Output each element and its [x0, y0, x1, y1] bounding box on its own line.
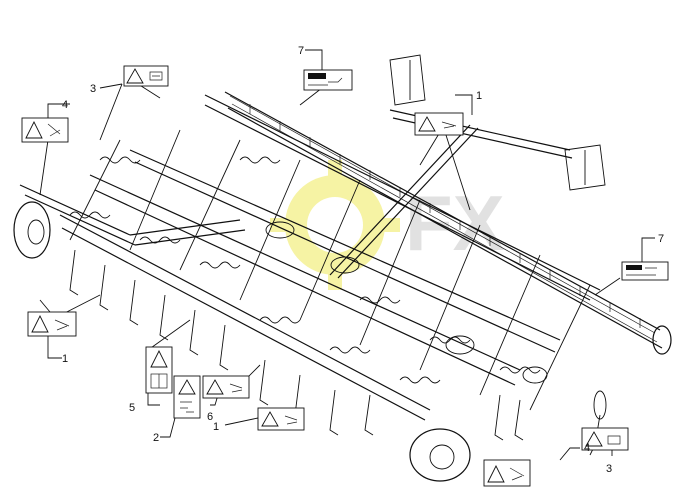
rear-wheel [409, 428, 471, 482]
decal-7-top [303, 69, 353, 91]
callout-7-top: 7 [298, 45, 304, 57]
callout-1-top: 1 [476, 90, 482, 102]
decal-2 [173, 375, 201, 419]
callout-4-bottom: 4 [584, 442, 590, 454]
watermark-text: FX [405, 179, 505, 267]
callout-1-bottom: 1 [213, 421, 219, 433]
decal-4-left [21, 117, 69, 143]
decal-1-right [414, 112, 464, 136]
front-wheel [13, 201, 51, 259]
callout-7-right: 7 [658, 233, 664, 245]
callout-4-left: 4 [62, 99, 68, 111]
decal-7-right [621, 261, 669, 281]
decal-5 [145, 346, 173, 394]
callout-2: 2 [153, 432, 159, 444]
decal-1-bottom [257, 407, 305, 431]
decal-3-bottom [581, 427, 629, 451]
callout-5: 5 [129, 402, 135, 414]
decal-1-left [27, 311, 77, 337]
callout-1-left: 1 [62, 353, 68, 365]
decal-6 [202, 375, 250, 399]
machine-frame [13, 54, 672, 482]
decal-3-top [123, 65, 169, 87]
callout-6: 6 [207, 411, 213, 423]
decals [21, 65, 669, 487]
callout-3-top: 3 [90, 83, 96, 95]
decal-4-bottom [483, 459, 531, 487]
callout-labels: 7 1 3 4 7 1 5 2 6 1 4 3 [62, 45, 664, 475]
callout-3-bottom: 3 [606, 463, 612, 475]
